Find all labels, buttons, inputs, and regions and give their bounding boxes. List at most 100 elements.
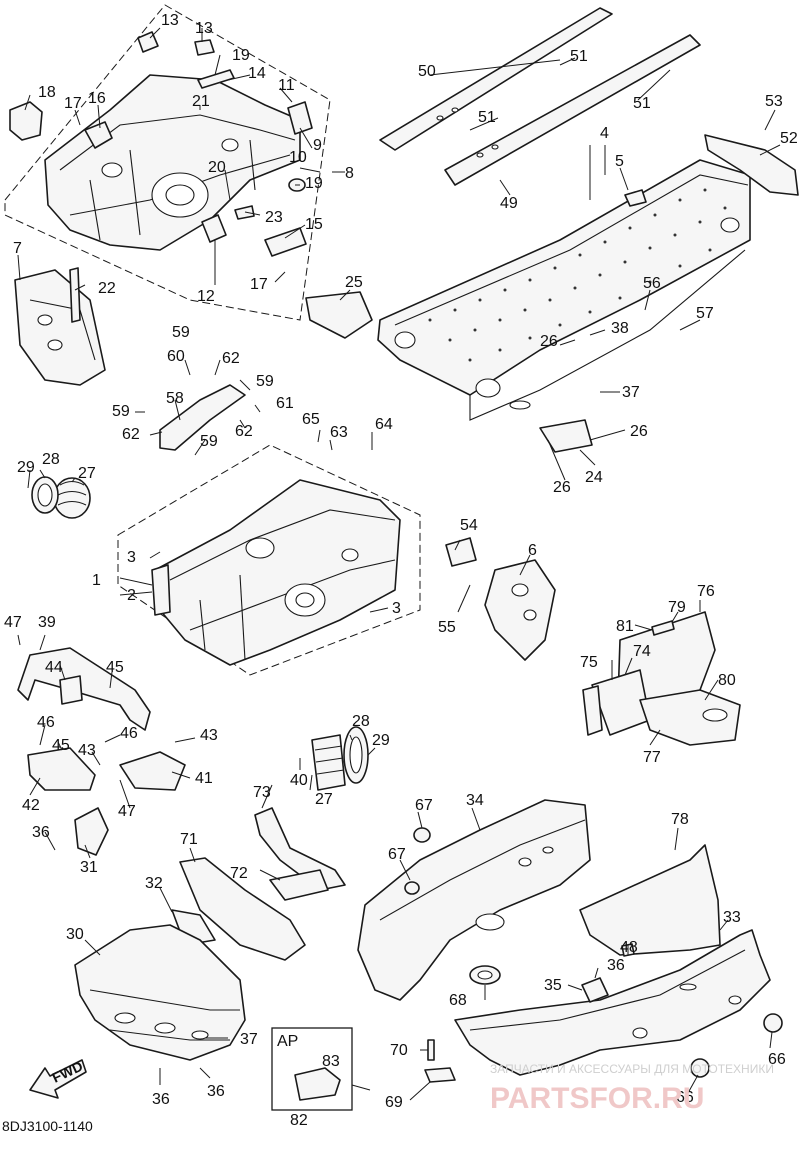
part-42-step xyxy=(27,747,96,791)
callout-72: 72 xyxy=(230,865,248,882)
callout-42: 42 xyxy=(22,797,40,814)
assembly-box-rear-frame xyxy=(4,4,331,321)
part-24-bracket xyxy=(539,419,593,453)
part-27-boot-lower xyxy=(311,734,346,791)
callout-56: 56 xyxy=(643,275,661,292)
callout-27b: 27 xyxy=(315,791,333,808)
callout-10: 10 xyxy=(289,149,307,166)
callout-36b: 36 xyxy=(152,1091,170,1108)
callout-18: 18 xyxy=(38,84,56,101)
part-67-plug-a xyxy=(413,827,431,843)
part-30-front-cover xyxy=(74,924,246,1061)
callout-26a: 26 xyxy=(540,333,558,350)
callout-58: 58 xyxy=(166,390,184,407)
part-35-bracket xyxy=(581,977,609,1003)
part-code: 8DJ3100-1140 xyxy=(2,1118,93,1134)
callout-62a: 62 xyxy=(222,350,240,367)
part-34-skid-plate xyxy=(357,799,591,1001)
callout-35: 35 xyxy=(544,977,562,994)
callout-5: 5 xyxy=(615,153,624,170)
callout-4: 4 xyxy=(600,125,609,142)
callout-8: 8 xyxy=(345,165,354,182)
callout-52: 52 xyxy=(780,130,798,147)
callout-74: 74 xyxy=(633,643,651,660)
part-77-tray xyxy=(639,689,741,746)
part-31-bracket xyxy=(74,807,109,856)
callout-26b: 26 xyxy=(630,423,648,440)
part-41-step xyxy=(119,751,186,791)
part-14-bar xyxy=(197,69,235,89)
callout-59a: 59 xyxy=(172,324,190,341)
callout-6: 6 xyxy=(528,542,537,559)
watermark-logo: PARTSFOR.RU xyxy=(490,1082,704,1115)
callout-3b: 3 xyxy=(392,600,401,617)
part-49-rail xyxy=(444,34,701,186)
callout-39: 39 xyxy=(38,614,56,631)
part-9-plate xyxy=(287,101,313,135)
callout-36d: 36 xyxy=(607,957,625,974)
watermark-text: ЗАПЧАСТИ И АКСЕССУАРЫ ДЛЯ МОТОТЕХНИКИ xyxy=(490,1062,774,1076)
part-44-bracket xyxy=(59,675,83,705)
callout-73: 73 xyxy=(253,784,271,801)
part-6-bracket xyxy=(484,559,556,661)
callout-2: 2 xyxy=(127,587,136,604)
part-58-stay xyxy=(159,384,246,451)
callout-15: 15 xyxy=(305,216,323,233)
part-12-mount xyxy=(201,214,227,243)
callout-23: 23 xyxy=(265,209,283,226)
callout-29b: 29 xyxy=(372,732,390,749)
callout-28b: 28 xyxy=(352,713,370,730)
callout-45b: 45 xyxy=(52,737,70,754)
callout-1: 1 xyxy=(92,572,101,589)
callout-33: 33 xyxy=(723,909,741,926)
callout-70: 70 xyxy=(390,1042,408,1059)
part-70-bolt xyxy=(427,1039,435,1061)
callout-41: 41 xyxy=(195,770,213,787)
callout-62b: 62 xyxy=(122,426,140,443)
callout-17b: 17 xyxy=(250,276,268,293)
callout-81: 81 xyxy=(616,618,634,635)
callout-27a: 27 xyxy=(78,465,96,482)
leader-lines xyxy=(17,27,781,1101)
callout-67b: 67 xyxy=(388,846,406,863)
fwd-arrow-icon: FWD xyxy=(29,1058,87,1099)
callout-28a: 28 xyxy=(42,451,60,468)
part-22-rod xyxy=(69,267,81,323)
callout-11: 11 xyxy=(278,77,295,94)
callout-29a: 29 xyxy=(17,459,35,476)
callout-71: 71 xyxy=(180,831,198,848)
part-33-side-cover xyxy=(454,929,771,1076)
callout-54: 54 xyxy=(460,517,478,534)
callout-30: 30 xyxy=(66,926,84,943)
callout-62c: 62 xyxy=(235,423,253,440)
callout-66b: 66 xyxy=(676,1089,694,1106)
callout-63: 63 xyxy=(330,424,348,441)
part-23-clip xyxy=(234,205,255,220)
callout-60: 60 xyxy=(167,348,185,365)
callout-37a: 37 xyxy=(622,384,640,401)
part-39-bumper xyxy=(17,647,151,731)
part-69-plate xyxy=(424,1067,456,1083)
ap-inset-label: AP xyxy=(277,1033,298,1050)
rear-subframe-part xyxy=(44,74,301,251)
part-50-rail xyxy=(379,7,613,151)
callout-43b: 43 xyxy=(78,742,96,759)
part-73-cover xyxy=(254,807,346,891)
callout-80: 80 xyxy=(718,672,736,689)
callout-46a: 46 xyxy=(37,714,55,731)
part-27-boot-upper xyxy=(53,477,91,519)
callout-50: 50 xyxy=(418,63,436,80)
callout-51a: 51 xyxy=(570,48,588,65)
callout-83: 83 xyxy=(322,1053,340,1070)
callout-21: 21 xyxy=(192,93,210,110)
callout-47b: 47 xyxy=(118,803,136,820)
callout-16: 16 xyxy=(88,90,106,107)
callout-34: 34 xyxy=(466,792,484,809)
callout-48: 48 xyxy=(620,939,638,956)
callout-13b: 13 xyxy=(195,20,213,37)
callout-3a: 3 xyxy=(127,549,136,566)
callout-57: 57 xyxy=(696,305,714,322)
callout-19b: 19 xyxy=(305,175,323,192)
callout-59b: 59 xyxy=(256,373,274,390)
